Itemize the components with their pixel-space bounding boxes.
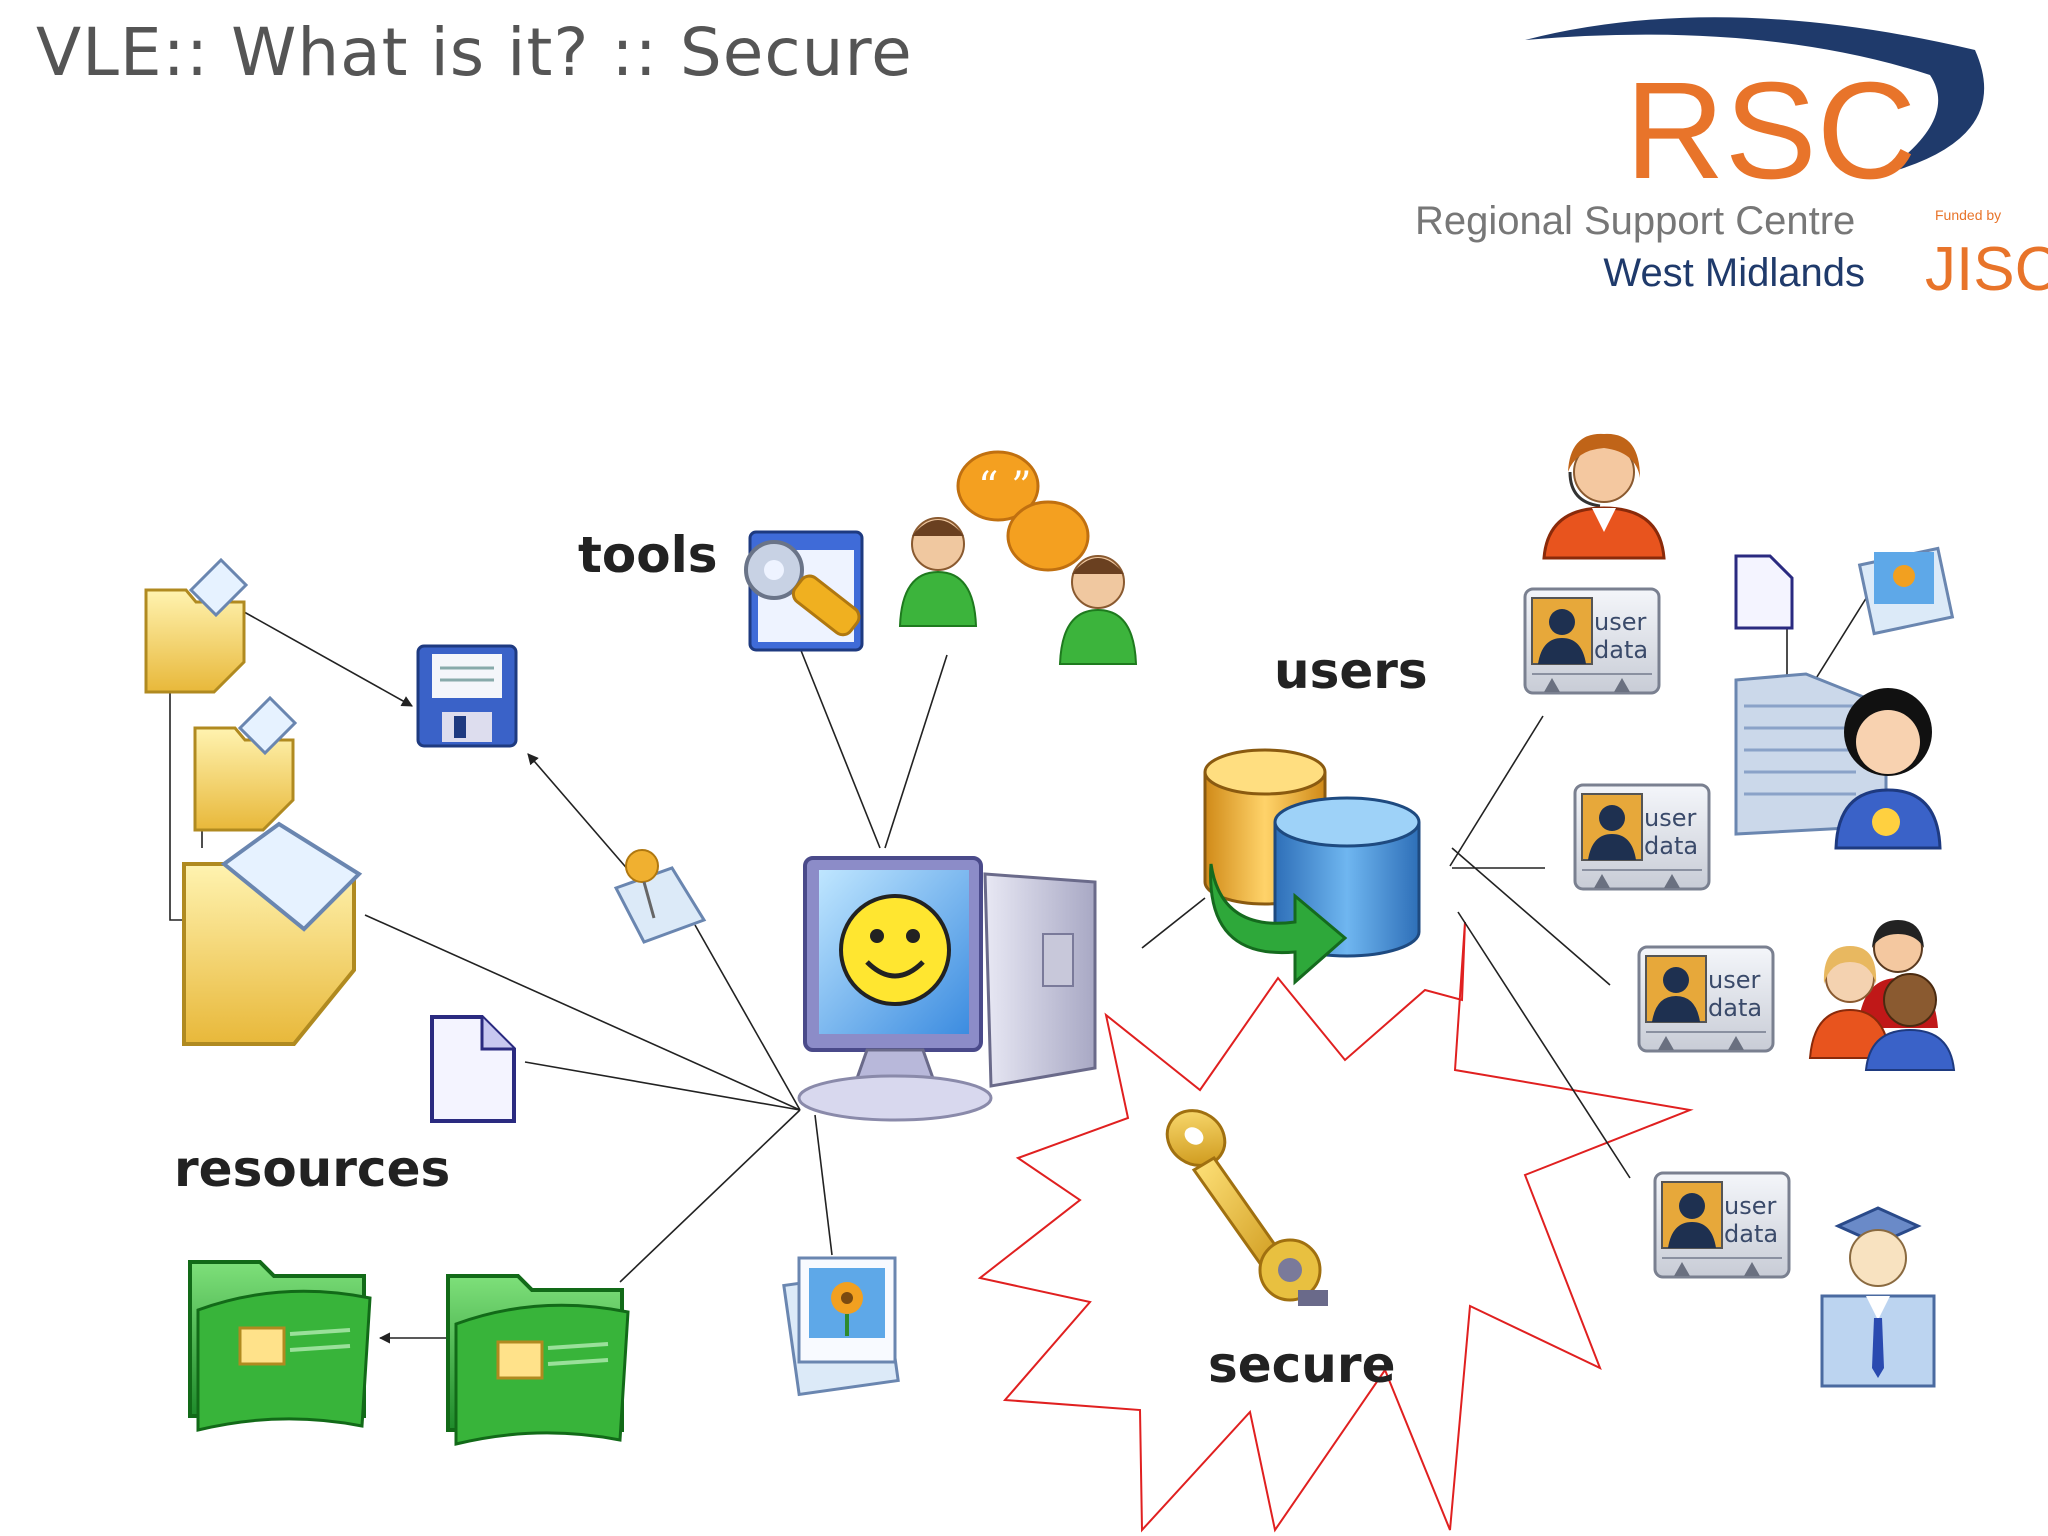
folder-icon xyxy=(193,695,298,832)
user-data-card-icon: user data xyxy=(1637,945,1775,1053)
chat-people-icon: “ ” xyxy=(898,450,1138,665)
logo-swoosh xyxy=(1525,17,1985,176)
database-icon xyxy=(1203,748,1421,986)
resources-label: resources xyxy=(174,1140,451,1198)
rsc-logo: RSC Regional Support Centre West Midland… xyxy=(1415,17,2048,304)
user-card-label: user xyxy=(1594,608,1646,636)
tools-label: tools xyxy=(578,526,718,584)
logo-funded-by: Funded by xyxy=(1935,207,2001,223)
user-data-card-icon: user data xyxy=(1653,1171,1791,1279)
settings-window-icon xyxy=(744,530,864,652)
user-card-label: data xyxy=(1708,994,1762,1022)
user-card-label: data xyxy=(1594,636,1648,664)
user-card-label: user xyxy=(1724,1192,1776,1220)
user-data-card-icon: user data xyxy=(1523,587,1661,695)
user-card-label: data xyxy=(1724,1220,1778,1248)
slide-title: VLE:: What is it? :: Secure xyxy=(36,14,913,91)
logo-line2: West Midlands xyxy=(1603,251,1865,295)
key-icon xyxy=(1165,1109,1328,1306)
user-card-label: user xyxy=(1644,804,1696,832)
user-card-label: data xyxy=(1644,832,1698,860)
connector-lines xyxy=(364,591,1871,1283)
helpdesk-user-icon xyxy=(1542,433,1666,560)
floppy-disk-icon xyxy=(416,644,518,748)
group-icon xyxy=(1808,920,1956,1071)
document-icon xyxy=(430,1015,516,1123)
logo-line1: Regional Support Centre xyxy=(1415,199,1855,243)
users-label: users xyxy=(1274,642,1428,700)
secure-burst xyxy=(977,921,1694,1533)
folder-icon xyxy=(182,821,363,1046)
graduate-icon xyxy=(1820,1206,1936,1388)
logo-funder: JISC xyxy=(1925,235,2048,304)
pushpin-note-icon xyxy=(613,849,707,944)
logo-acronym: RSC xyxy=(1625,54,1916,208)
green-folder-icon xyxy=(446,1274,630,1446)
user-card-label: user xyxy=(1708,966,1760,994)
secure-label: secure xyxy=(1208,1336,1396,1394)
svg-text:“ ”: “ ” xyxy=(978,464,1032,510)
folder-icon xyxy=(144,557,249,694)
computer-smiley-icon xyxy=(797,856,1097,1122)
green-folder-icon xyxy=(188,1260,372,1432)
user-data-card-icon: user data xyxy=(1573,783,1711,891)
photo-icon xyxy=(782,1256,900,1397)
teacher-icon xyxy=(1734,546,1955,850)
